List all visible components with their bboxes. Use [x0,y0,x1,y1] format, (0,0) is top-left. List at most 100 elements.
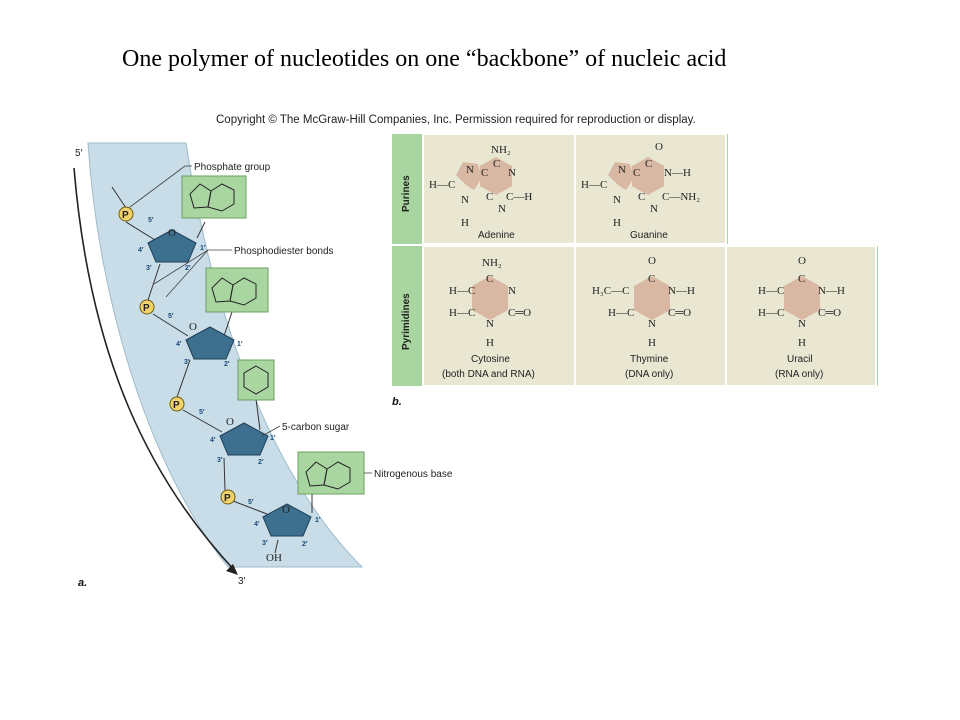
atom: H—C [758,307,784,319]
strand-bonds [111,186,279,554]
atom: H [798,337,806,349]
atom: H—C [758,285,784,297]
callouts [129,165,372,474]
atom: N—H [818,285,845,297]
atom: N [798,318,806,330]
cytosine-note: (both DNA and RNA) [442,369,535,380]
uracil-name: Uracil [787,354,813,365]
atom: H—C [581,179,607,191]
prime-5: 5′ [248,499,254,506]
phosphate-3: P [169,396,185,412]
atom: H [613,217,621,229]
atom: N [466,164,474,176]
prime-1: 1′ [315,517,321,524]
prime-1: 1′ [270,435,276,442]
thymine-note: (DNA only) [625,369,673,380]
label-phosphate-group: Phosphate group [194,162,271,173]
ring-oxygen: O [189,321,197,333]
atom: H [648,337,656,349]
direction-arrowhead [226,564,238,575]
atom: H—C [608,307,634,319]
guanine-structure: O C N C N—H H—C C C—NH₂ N N H Guanine [581,141,700,241]
purines-label: Purines [401,175,412,212]
atom: C [798,273,805,285]
prime-3: 3′ [146,265,152,272]
atom: C [486,273,493,285]
prime-5: 5′ [168,313,174,320]
panel-a-letter: a. [78,577,87,589]
atom: N [498,203,506,215]
atom: N—H [664,167,691,179]
atom: NH₂ [491,144,511,156]
phosphate-symbol: P [143,303,150,314]
sugar-2: O [185,321,235,360]
phosphate-symbol: P [122,210,129,221]
atom: N [508,167,516,179]
base-box-3 [237,359,275,401]
sugar-4: O [262,503,312,537]
thymine-structure: O C H₃C—C N—H H—C C═O N H Thymine (DNA o… [592,255,695,380]
prime-3: 3′ [217,457,223,464]
atom: H—C [449,307,475,319]
base-box-2 [205,267,269,313]
atom: C [493,158,500,170]
base-box-1 [181,175,247,219]
cytosine-name: Cytosine [471,354,510,365]
atom: C═O [668,307,691,319]
atom: N [618,164,626,176]
prime-2: 2′ [302,541,308,548]
pyrimidines-label: Pyrimidines [401,293,412,350]
prime-5: 5′ [148,217,154,224]
atom: H—C [429,179,455,191]
atom: H [486,337,494,349]
sugar-1: O [147,227,197,263]
panel-a: 5′ 3′ a. O O [73,142,453,589]
panel-b: Purines Pyrimidines NH₂ C N C N H—C C C—… [392,133,878,408]
atom: H₃C—C [592,285,629,297]
atom: O [648,255,656,267]
atom: N [486,318,494,330]
atom: N [648,318,656,330]
atom: H—C [449,285,475,297]
cytosine-structure: NH₂ C H—C N H—C C═O N H Cytosine (both D… [442,257,535,380]
atom: O [655,141,663,153]
prime-3: 3′ [262,540,268,547]
uracil-structure: O C H—C N—H H—C C═O N H Uracil (RNA only… [758,255,845,380]
prime-4: 4′ [138,247,144,254]
prime-3: 3′ [184,359,190,366]
atom: C═O [818,307,841,319]
atom: N—H [668,285,695,297]
slide-title: One polymer of nucleotides on one “backb… [122,46,727,72]
five-prime-end: 5′ [75,148,83,159]
ring-oxygen: O [168,227,176,239]
atom: N [508,285,516,297]
atom: C [648,273,655,285]
adenine-name: Adenine [478,230,515,241]
atom: C [633,167,640,179]
atom: C═O [508,307,531,319]
prime-2: 2′ [258,459,264,466]
atom: C—NH₂ [662,191,700,203]
label-5-carbon-sugar: 5-carbon sugar [282,422,350,433]
prime-2: 2′ [185,265,191,272]
phosphate-symbol: P [173,400,180,411]
sugar-3: O [219,416,269,456]
phosphate-4: P [220,489,236,505]
phosphate-2: P [139,299,155,315]
guanine-name: Guanine [630,230,668,241]
prime-1: 1′ [200,245,206,252]
ring-oxygen: O [282,504,290,516]
thymine-name: Thymine [630,354,669,365]
glycosidic-bonds [196,221,313,513]
atom: NH₂ [482,257,502,269]
panel-b-letter: b. [392,396,402,408]
prime-5: 5′ [199,409,205,416]
uracil-note: (RNA only) [775,369,823,380]
atom: H [461,217,469,229]
label-nitrogenous-base: Nitrogenous base [374,469,453,480]
copyright-notice: Copyright © The McGraw-Hill Companies, I… [216,114,696,126]
direction-arrow [73,167,237,573]
carbon-numbering: 5′ 4′ 3′ 2′ 1′ 5′ 4′ 3′ 2′ 1′ 5′ 4′ 3′ 2… [138,217,321,548]
atom: N [461,194,469,206]
atom: N [613,194,621,206]
